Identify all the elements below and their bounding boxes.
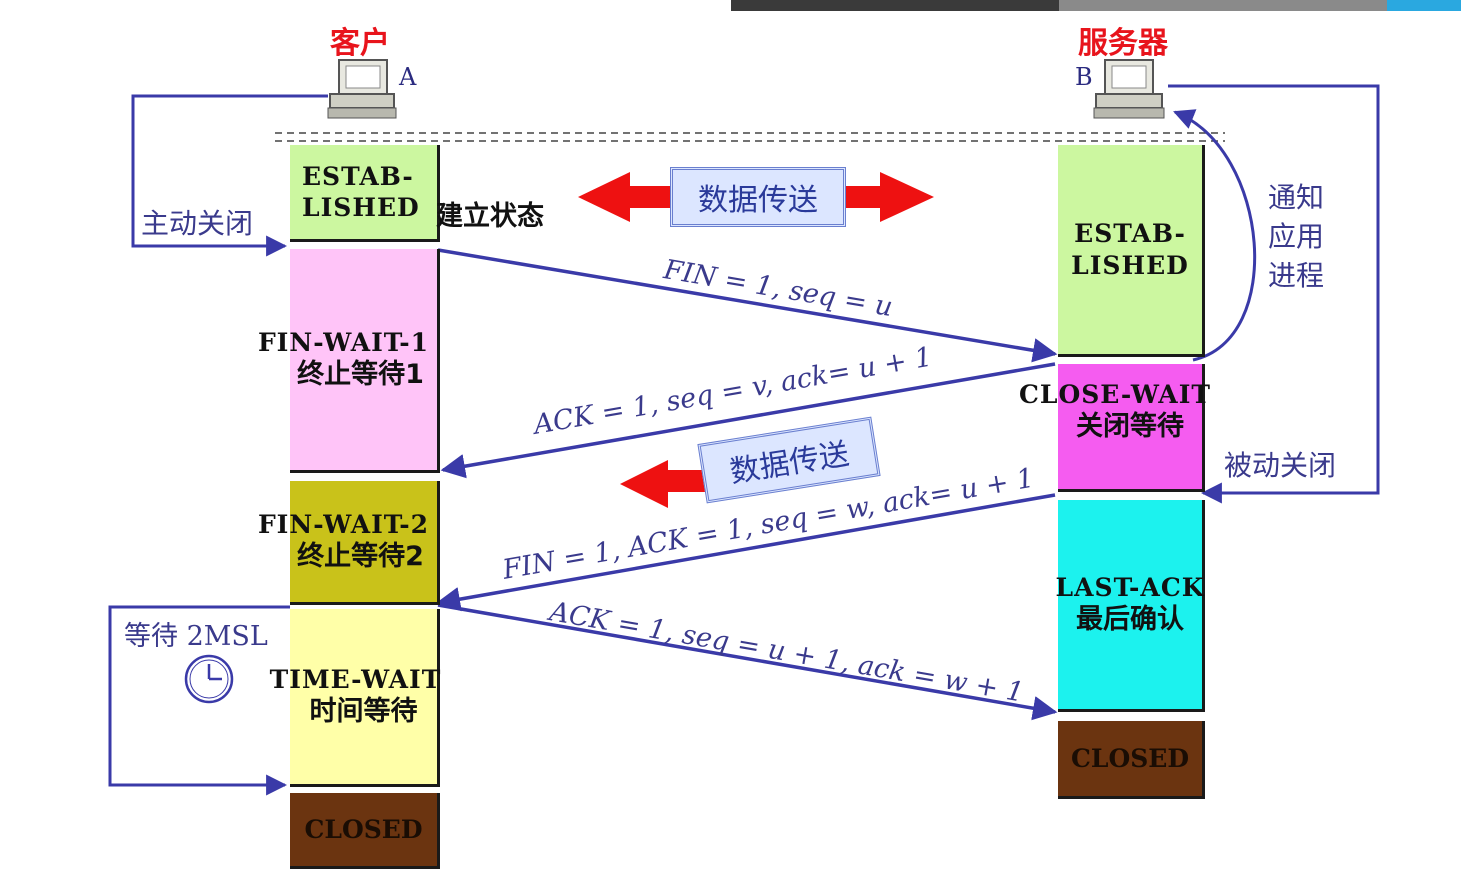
close-wait-zh: 关闭等待 [1076,411,1184,443]
client-closed-state: CLOSED [290,793,440,869]
fin2-arrow [435,493,1056,612]
server-letter: B [1075,63,1093,91]
client-established-en-2: LISHED [302,193,420,222]
passive-close-label: 被动关闭 [1224,449,1337,482]
wait-2msl-label: 等待 2MSL [124,621,268,652]
server-closed-state: CLOSED [1058,721,1205,799]
fin1-arrow [437,248,1058,363]
data-transfer-box-top: 数据传送 [670,167,846,227]
client-fin-wait-1-state: FIN-WAIT-1 终止等待1 [258,249,440,473]
active-close-arrow [131,94,328,257]
last-ack-zh: 最后确认 [1076,604,1184,636]
notify-app-line-2: 应用 [1268,220,1325,253]
server-title: 服务器 [1078,26,1168,61]
data-transfer-left-arrow [620,460,710,508]
fin-wait-1-en: FIN-WAIT-1 [257,328,430,357]
fin-wait-1-zh: 终止等待1 [297,359,424,391]
server-established-en-2: LISHED [1071,250,1189,280]
time-wait-zh: 时间等待 [309,696,418,728]
server-computer-icon [1093,59,1165,119]
client-established-zh: 建立状态 [436,201,544,232]
active-close-label: 主动关闭 [141,207,254,240]
notify-app-arrow [1173,109,1257,362]
ack2-arrow [437,603,1058,721]
close-wait-en: CLOSE-WAIT [1019,380,1212,409]
notify-app-line-3: 进程 [1268,259,1325,292]
client-fin-wait-2-state: FIN-WAIT-2 终止等待2 [258,481,440,605]
fin-wait-2-en: FIN-WAIT-2 [257,510,430,539]
client-title: 客户 [330,26,390,61]
client-established-state: ESTAB- LISHED [290,145,440,242]
time-wait-en: TIME-WAIT [269,665,442,694]
client-established-en-1: ESTAB- [302,161,414,191]
clock-icon [184,654,234,704]
client-computer-icon [327,59,397,119]
fin-wait-2-zh: 终止等待2 [297,541,424,573]
server-established-state: ESTAB- LISHED [1058,145,1205,357]
passive-close-arrow [1168,84,1380,504]
top-bar-dark [731,0,1059,11]
notify-app-label: 通知 应用 进程 [1268,178,1324,295]
server-established-en-1: ESTAB- [1074,219,1186,249]
client-time-wait-state: TIME-WAIT 时间等待 [270,609,440,787]
ack1-arrow [440,362,1056,479]
last-ack-en: LAST-ACK [1055,573,1205,602]
wait-2msl-arrow [108,605,290,796]
top-bar-gray [1059,0,1387,11]
top-bar-blue [1387,0,1461,11]
client-letter: A [399,63,417,91]
server-last-ack-state: LAST-ACK 最后确认 [1055,500,1205,712]
notify-app-line-1: 通知 [1268,181,1325,214]
server-close-wait-state: CLOSE-WAIT 关闭等待 [1019,364,1210,492]
